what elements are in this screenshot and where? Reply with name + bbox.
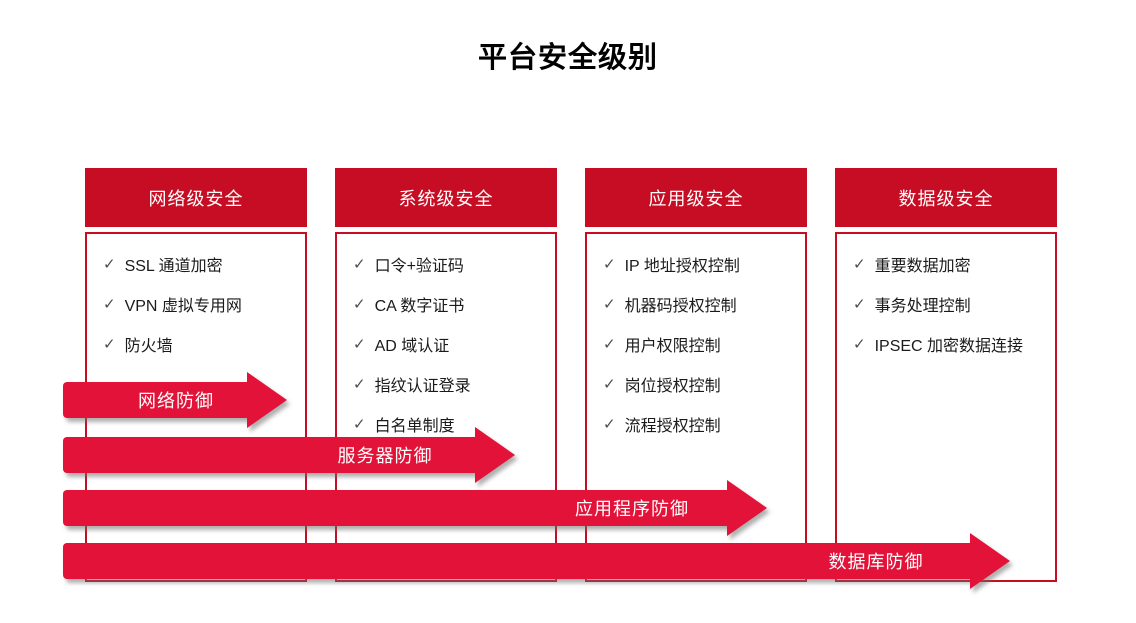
arrow-shaft: 数据库防御 xyxy=(63,543,970,579)
check-icon: ✓ xyxy=(353,256,366,273)
arrow-shaft: 服务器防御 xyxy=(63,437,475,473)
list-item-label: 流程授权控制 xyxy=(624,418,721,435)
list-item: ✓ 用户权限控制 xyxy=(603,324,805,364)
list-item: ✓ 口令+验证码 xyxy=(353,244,555,284)
check-icon: ✓ xyxy=(103,256,116,273)
check-icon: ✓ xyxy=(103,296,116,313)
list-item-label: SSL 通道加密 xyxy=(124,258,223,275)
arrow-network-defense: 网络防御 xyxy=(63,372,287,428)
column-header: 数据级安全 xyxy=(835,168,1057,227)
list-item: ✓ 防火墙 xyxy=(103,324,305,364)
list-item-label: 用户权限控制 xyxy=(624,338,721,355)
column-data-security: 数据级安全 ✓ 重要数据加密 ✓ 事务处理控制 ✓ IPSEC 加密数据连接 xyxy=(835,168,1057,590)
list-item: ✓ IP 地址授权控制 xyxy=(603,244,805,284)
check-icon: ✓ xyxy=(353,416,366,433)
arrow-head-icon xyxy=(727,480,767,536)
list-item-label: 机器码授权控制 xyxy=(624,298,737,315)
list-item: ✓ CA 数字证书 xyxy=(353,284,555,324)
column-header: 应用级安全 xyxy=(585,168,807,227)
check-icon: ✓ xyxy=(853,256,866,273)
arrow-shaft: 应用程序防御 xyxy=(63,490,727,526)
arrow-label: 数据库防御 xyxy=(828,552,924,572)
page-title: 平台安全级别 xyxy=(477,42,658,74)
arrow-head-icon xyxy=(475,427,515,483)
arrow-label: 应用程序防御 xyxy=(575,499,689,519)
arrow-database-defense: 数据库防御 xyxy=(63,533,1010,589)
list-item-label: VPN 虚拟专用网 xyxy=(124,298,242,315)
arrow-head-icon xyxy=(970,533,1010,589)
arrow-label: 网络防御 xyxy=(138,391,214,411)
arrow-server-defense: 服务器防御 xyxy=(63,427,515,483)
check-icon: ✓ xyxy=(603,336,616,353)
list-item: ✓ VPN 虚拟专用网 xyxy=(103,284,305,324)
check-icon: ✓ xyxy=(603,376,616,393)
arrow-head-icon xyxy=(247,372,287,428)
list-item: ✓ IPSEC 加密数据连接 xyxy=(853,324,1055,364)
list-item-label: IPSEC 加密数据连接 xyxy=(874,338,1024,355)
check-icon: ✓ xyxy=(103,336,116,353)
list-item: ✓ 机器码授权控制 xyxy=(603,284,805,324)
list-item: ✓ 事务处理控制 xyxy=(853,284,1055,324)
list-item: ✓ SSL 通道加密 xyxy=(103,244,305,284)
list-item: ✓ 岗位授权控制 xyxy=(603,364,805,404)
check-icon: ✓ xyxy=(853,336,866,353)
check-icon: ✓ xyxy=(353,296,366,313)
check-icon: ✓ xyxy=(603,256,616,273)
column-header: 系统级安全 xyxy=(335,168,557,227)
list-item-label: 岗位授权控制 xyxy=(624,378,721,395)
arrow-application-defense: 应用程序防御 xyxy=(63,480,767,536)
list-item: ✓ 指纹认证登录 xyxy=(353,364,555,404)
arrow-shaft: 网络防御 xyxy=(63,382,247,418)
list-item-label: 白名单制度 xyxy=(374,418,455,435)
list-item-label: 口令+验证码 xyxy=(374,258,464,275)
arrow-label: 服务器防御 xyxy=(337,446,433,466)
list-item-label: 指纹认证登录 xyxy=(374,378,471,395)
list-item: ✓ AD 域认证 xyxy=(353,324,555,364)
list-item: ✓ 重要数据加密 xyxy=(853,244,1055,284)
list-item-label: AD 域认证 xyxy=(374,338,450,355)
list-item-label: 重要数据加密 xyxy=(874,258,971,275)
list-item-label: CA 数字证书 xyxy=(374,298,465,315)
check-icon: ✓ xyxy=(603,416,616,433)
list-item: ✓ 白名单制度 xyxy=(353,404,555,444)
check-icon: ✓ xyxy=(603,296,616,313)
check-icon: ✓ xyxy=(353,376,366,393)
list-item-label: IP 地址授权控制 xyxy=(624,258,740,275)
list-item-label: 防火墙 xyxy=(124,338,173,355)
column-body: ✓ 重要数据加密 ✓ 事务处理控制 ✓ IPSEC 加密数据连接 xyxy=(835,232,1057,582)
list-item: ✓ 流程授权控制 xyxy=(603,404,805,444)
column-header: 网络级安全 xyxy=(85,168,307,227)
check-icon: ✓ xyxy=(853,296,866,313)
list-item-label: 事务处理控制 xyxy=(874,298,971,315)
check-icon: ✓ xyxy=(353,336,366,353)
